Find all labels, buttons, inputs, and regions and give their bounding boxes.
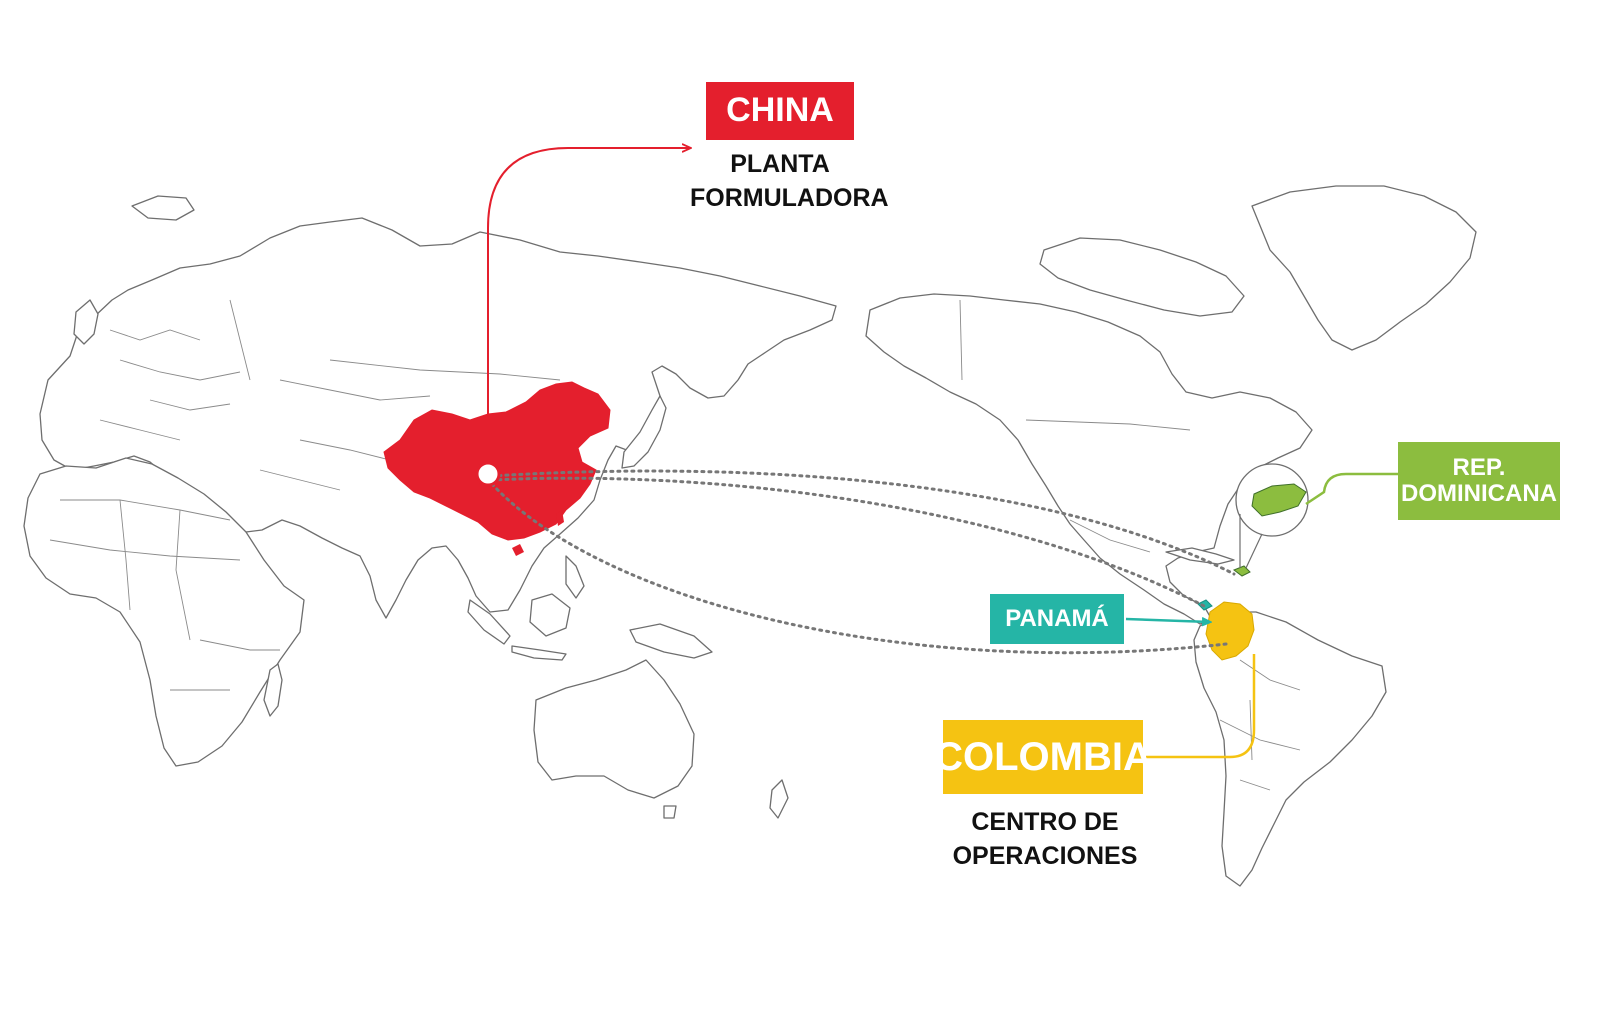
route-china-to-panama	[490, 476, 1206, 608]
new-zealand-landmass	[769, 779, 789, 819]
panama-country-highlight	[1197, 599, 1213, 611]
dominican-republic-label-line-2: DOMINICANA	[1401, 480, 1557, 507]
africa-landmass	[23, 457, 305, 767]
japan-landmass	[621, 395, 667, 469]
colombia-label: COLOMBIA	[934, 735, 1152, 779]
panama-label-box: PANAMÁ	[990, 594, 1124, 644]
south-america-landmass	[1193, 611, 1387, 887]
colombia-label-box: COLOMBIA	[934, 720, 1152, 794]
dominican-republic-zoom-shape	[1251, 483, 1307, 517]
great-britain-landmass	[73, 299, 99, 345]
colombia-leader-line	[1146, 654, 1256, 759]
panama-label: PANAMÁ	[1005, 604, 1109, 632]
route-china-to-colombia	[490, 482, 1228, 655]
philippines-landmass	[565, 555, 585, 599]
australia-landmass	[533, 659, 695, 799]
china-origin-marker	[475, 461, 501, 487]
border-lines-north-america	[959, 299, 1191, 553]
border-lines-europe	[99, 299, 251, 441]
border-lines-asia	[259, 359, 561, 491]
dominican-republic-label-line-1: REP.	[1452, 453, 1506, 481]
arctic-islands-landmass	[1039, 237, 1245, 317]
zoom-cone-right	[1245, 533, 1263, 569]
greenland-landmass	[1251, 185, 1477, 351]
borneo-landmass	[529, 593, 571, 637]
dominican-republic-highlight	[1232, 565, 1251, 577]
taiwan-island-highlight	[556, 510, 564, 526]
new-guinea-landmass	[629, 623, 713, 659]
border-lines-south-america	[1219, 659, 1301, 791]
china-subtitle: PLANTA FORMULADORA	[690, 148, 889, 216]
hainan-island-highlight	[512, 544, 524, 556]
madagascar-landmass	[263, 663, 283, 717]
route-china-to-dominican-republic	[490, 469, 1236, 576]
landmass-outlines	[23, 185, 1477, 887]
china-leader-line	[487, 148, 690, 464]
colombia-subtitle: CENTRO DE OPERACIONES	[940, 806, 1150, 874]
china-label: CHINA	[726, 91, 834, 130]
dominican-republic-leader-line	[1305, 472, 1398, 506]
border-lines-africa	[49, 499, 280, 691]
china-subtitle-line-2: FORMULADORA	[690, 183, 889, 212]
china-label-box: CHINA	[706, 82, 854, 140]
panama-leader-line	[1125, 619, 1210, 622]
north-america-landmass	[865, 293, 1313, 625]
java-landmass	[511, 645, 567, 661]
dominican-republic-label-box: REP. DOMINICANA	[1398, 442, 1560, 520]
colombia-subtitle-line-2: OPERACIONES	[952, 841, 1138, 870]
china-subtitle-line-1: PLANTA	[730, 150, 830, 178]
iceland-landmass	[131, 195, 195, 221]
tasmania-landmass	[663, 805, 677, 819]
country-borders	[49, 299, 1301, 791]
sumatra-landmass	[467, 599, 511, 645]
colombia-subtitle-line-1: CENTRO DE	[971, 808, 1119, 836]
china-country-highlight	[383, 381, 611, 541]
cuba-landmass	[1165, 547, 1235, 565]
